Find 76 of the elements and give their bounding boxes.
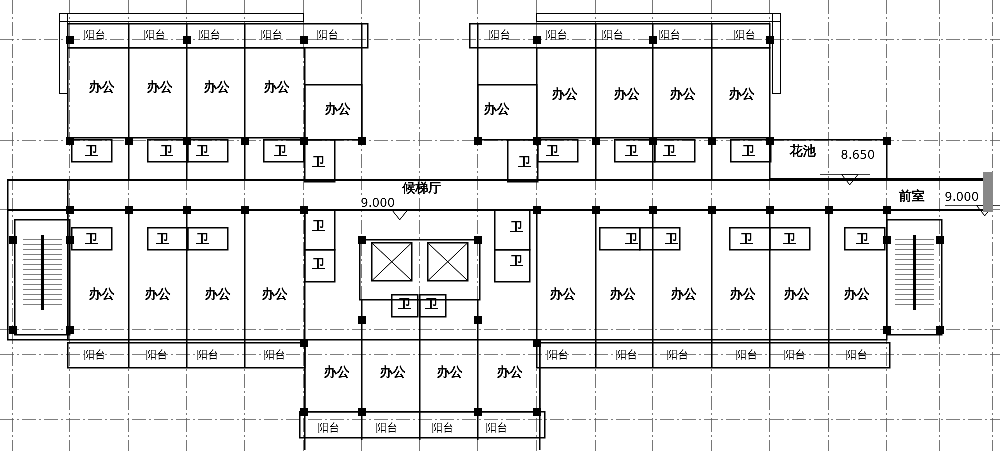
room-label: 阳台 [144, 30, 166, 40]
room-label: 办公 [204, 82, 230, 94]
room-label: 阳台 [264, 350, 286, 360]
room-label: 办公 [610, 288, 636, 302]
room-label: 卫 [546, 146, 560, 158]
room-label: 前室 [899, 190, 925, 204]
room-label: 办公 [844, 288, 870, 302]
room-label: 办公 [145, 288, 171, 302]
room-label: 阳台 [486, 422, 508, 434]
room-label: 卫 [86, 146, 98, 158]
room-label: 办公 [147, 82, 173, 94]
room-label: 办公 [325, 104, 351, 116]
room-label: 办公 [729, 88, 755, 102]
room-label: 办公 [784, 288, 810, 302]
room-label: 卫 [856, 234, 870, 246]
room-label: 办公 [380, 366, 406, 380]
room-label: 办公 [437, 366, 463, 380]
room-label: 阳台 [489, 30, 511, 40]
room-label: 办公 [550, 288, 576, 302]
room-label: 卫 [160, 146, 174, 158]
room-label: 阳台 [547, 350, 569, 360]
room-label: 阳台 [602, 30, 624, 40]
room-label: 办公 [497, 366, 523, 380]
room-label: 办公 [552, 88, 578, 102]
room-label: 阳台 [261, 30, 283, 40]
room-label: 办公 [670, 88, 696, 102]
elevation-label: 9.000 [360, 197, 396, 209]
room-label: 卫 [626, 234, 638, 246]
elevation-label: 8.650 [840, 149, 876, 161]
room-label: 卫 [510, 256, 524, 268]
room-label: 卫 [666, 234, 678, 246]
room-label: 办公 [484, 104, 510, 116]
room-label: 阳台 [734, 30, 756, 40]
room-label: 卫 [312, 220, 326, 234]
room-label: 阳台 [659, 30, 681, 40]
room-label: 卫 [86, 234, 98, 246]
room-label: 阳台 [199, 30, 221, 40]
room-label: 阳台 [317, 30, 339, 40]
room-label: 阳台 [667, 350, 689, 360]
room-label: 阳台 [146, 350, 168, 360]
room-label: 阳台 [432, 422, 454, 434]
room-label: 卫 [196, 234, 210, 246]
room-label: 办公 [89, 288, 115, 302]
room-label: 阳台 [784, 350, 806, 360]
room-label: 办公 [89, 82, 115, 94]
room-label: 卫 [742, 146, 756, 158]
room-label: 办公 [264, 82, 290, 94]
room-label: 阳台 [546, 30, 568, 40]
room-label: 办公 [614, 88, 640, 102]
room-label: 卫 [784, 234, 796, 246]
room-label: 卫 [510, 222, 524, 234]
room-label: 卫 [274, 146, 288, 158]
room-label: 办公 [730, 288, 756, 302]
room-label: 卫 [196, 146, 210, 158]
room-label: 阳台 [376, 422, 398, 434]
room-label: 阳台 [84, 30, 106, 40]
room-label: 阳台 [197, 350, 219, 360]
room-label: 阳台 [84, 350, 106, 360]
elevation-label: 9.000 [944, 191, 980, 203]
room-label: 卫 [626, 146, 638, 158]
room-label: 花池 [790, 146, 816, 158]
room-label: 办公 [205, 288, 231, 302]
room-label: 卫 [312, 258, 326, 272]
room-label: 候梯厅 [402, 182, 442, 196]
room-label: 办公 [324, 366, 350, 380]
room-label: 办公 [671, 288, 697, 302]
room-label: 阳台 [318, 422, 340, 434]
room-label: 卫 [156, 234, 170, 246]
room-label: 卫 [312, 156, 326, 170]
room-label: 卫 [518, 156, 532, 170]
room-label: 阳台 [846, 350, 868, 360]
room-label: 卫 [664, 146, 676, 158]
room-label: 阳台 [736, 350, 758, 360]
room-label: 卫 [740, 234, 754, 246]
room-label: 阳台 [616, 350, 638, 360]
room-label: 办公 [262, 288, 288, 302]
